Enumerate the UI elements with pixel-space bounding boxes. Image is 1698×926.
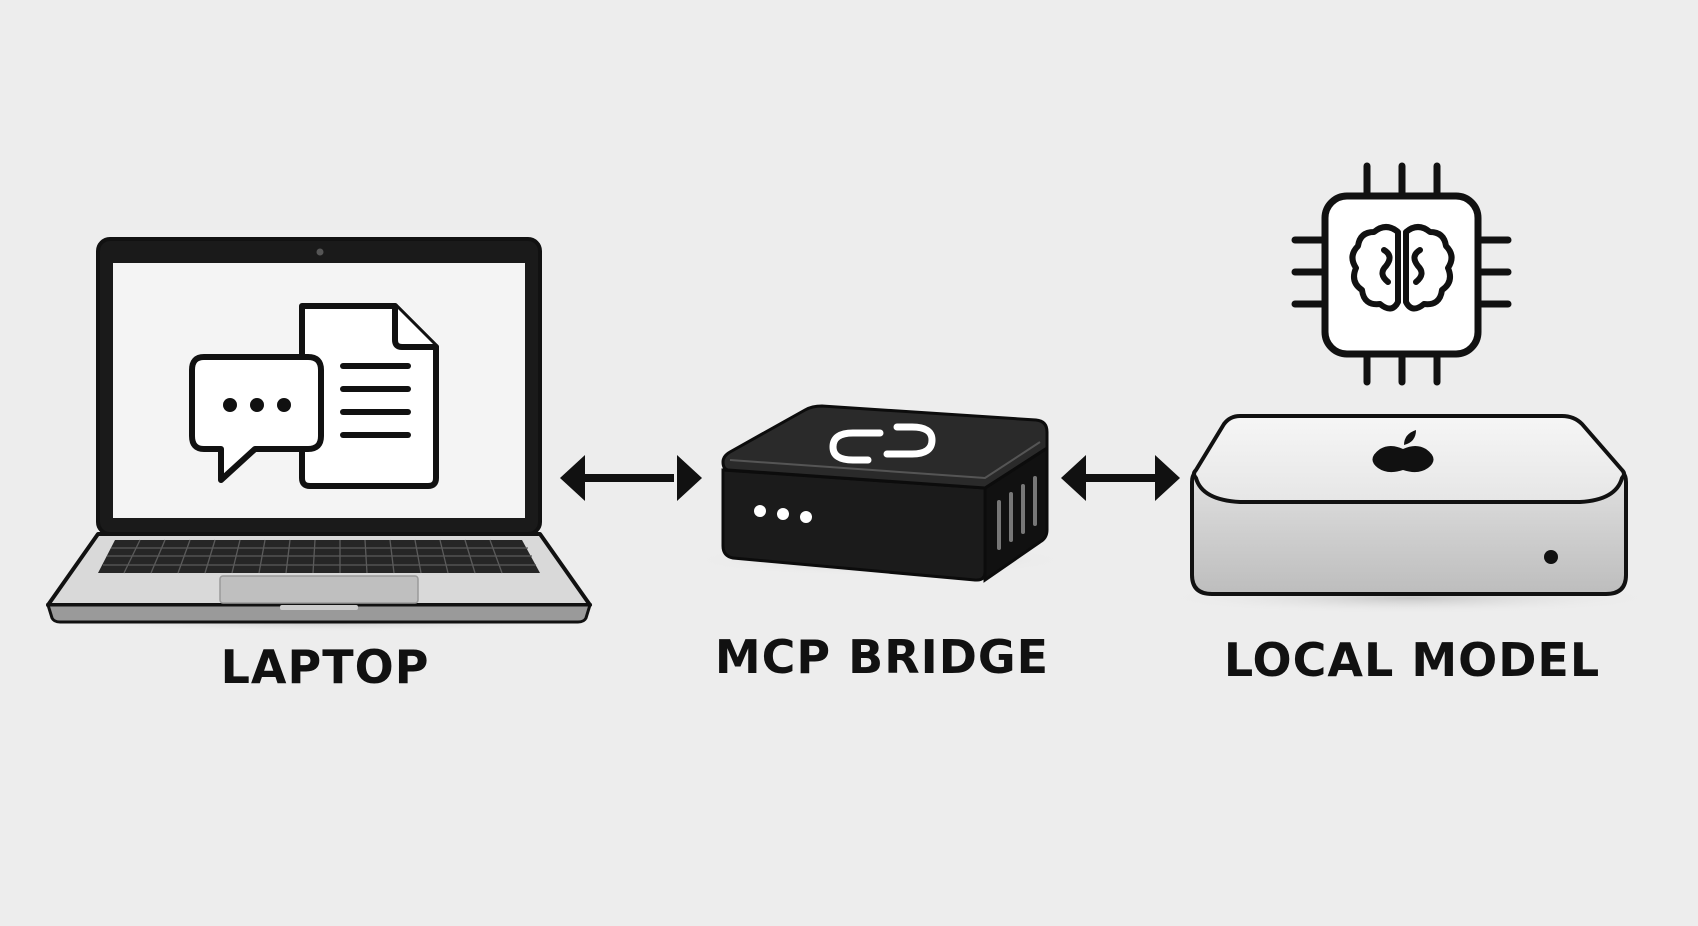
- chat-bubble-icon: [189, 354, 324, 483]
- laptop-label: LAPTOP: [220, 640, 430, 694]
- laptop-camera: [316, 248, 324, 256]
- bridge-light: [777, 508, 789, 520]
- local-model-label: LOCAL MODEL: [1223, 633, 1601, 687]
- apple-logo-icon: [1372, 430, 1434, 473]
- model-power-light: [1544, 550, 1558, 564]
- bridge-light: [800, 511, 812, 523]
- bridge-node: [690, 404, 1070, 583]
- arrow-bridge-model: [1061, 455, 1180, 501]
- laptop-base-edge: [45, 603, 593, 624]
- laptop-trackpad: [219, 575, 419, 604]
- bridge-edge-highlight: [729, 441, 1041, 480]
- model-node: [1160, 162, 1660, 614]
- laptop-notch: [280, 605, 358, 610]
- bridge-top: [721, 404, 1049, 490]
- mcp-bridge-label: MCP BRIDGE: [714, 630, 1050, 684]
- bridge-vents: [997, 476, 1037, 550]
- link-icon: [829, 423, 936, 464]
- document-icon: [299, 303, 439, 489]
- laptop-node: [40, 237, 600, 632]
- arrow-laptop-bridge: [560, 455, 702, 501]
- brain-chip-icon: [1291, 162, 1512, 386]
- keyboard-keys: [103, 539, 536, 574]
- bridge-light: [754, 505, 766, 517]
